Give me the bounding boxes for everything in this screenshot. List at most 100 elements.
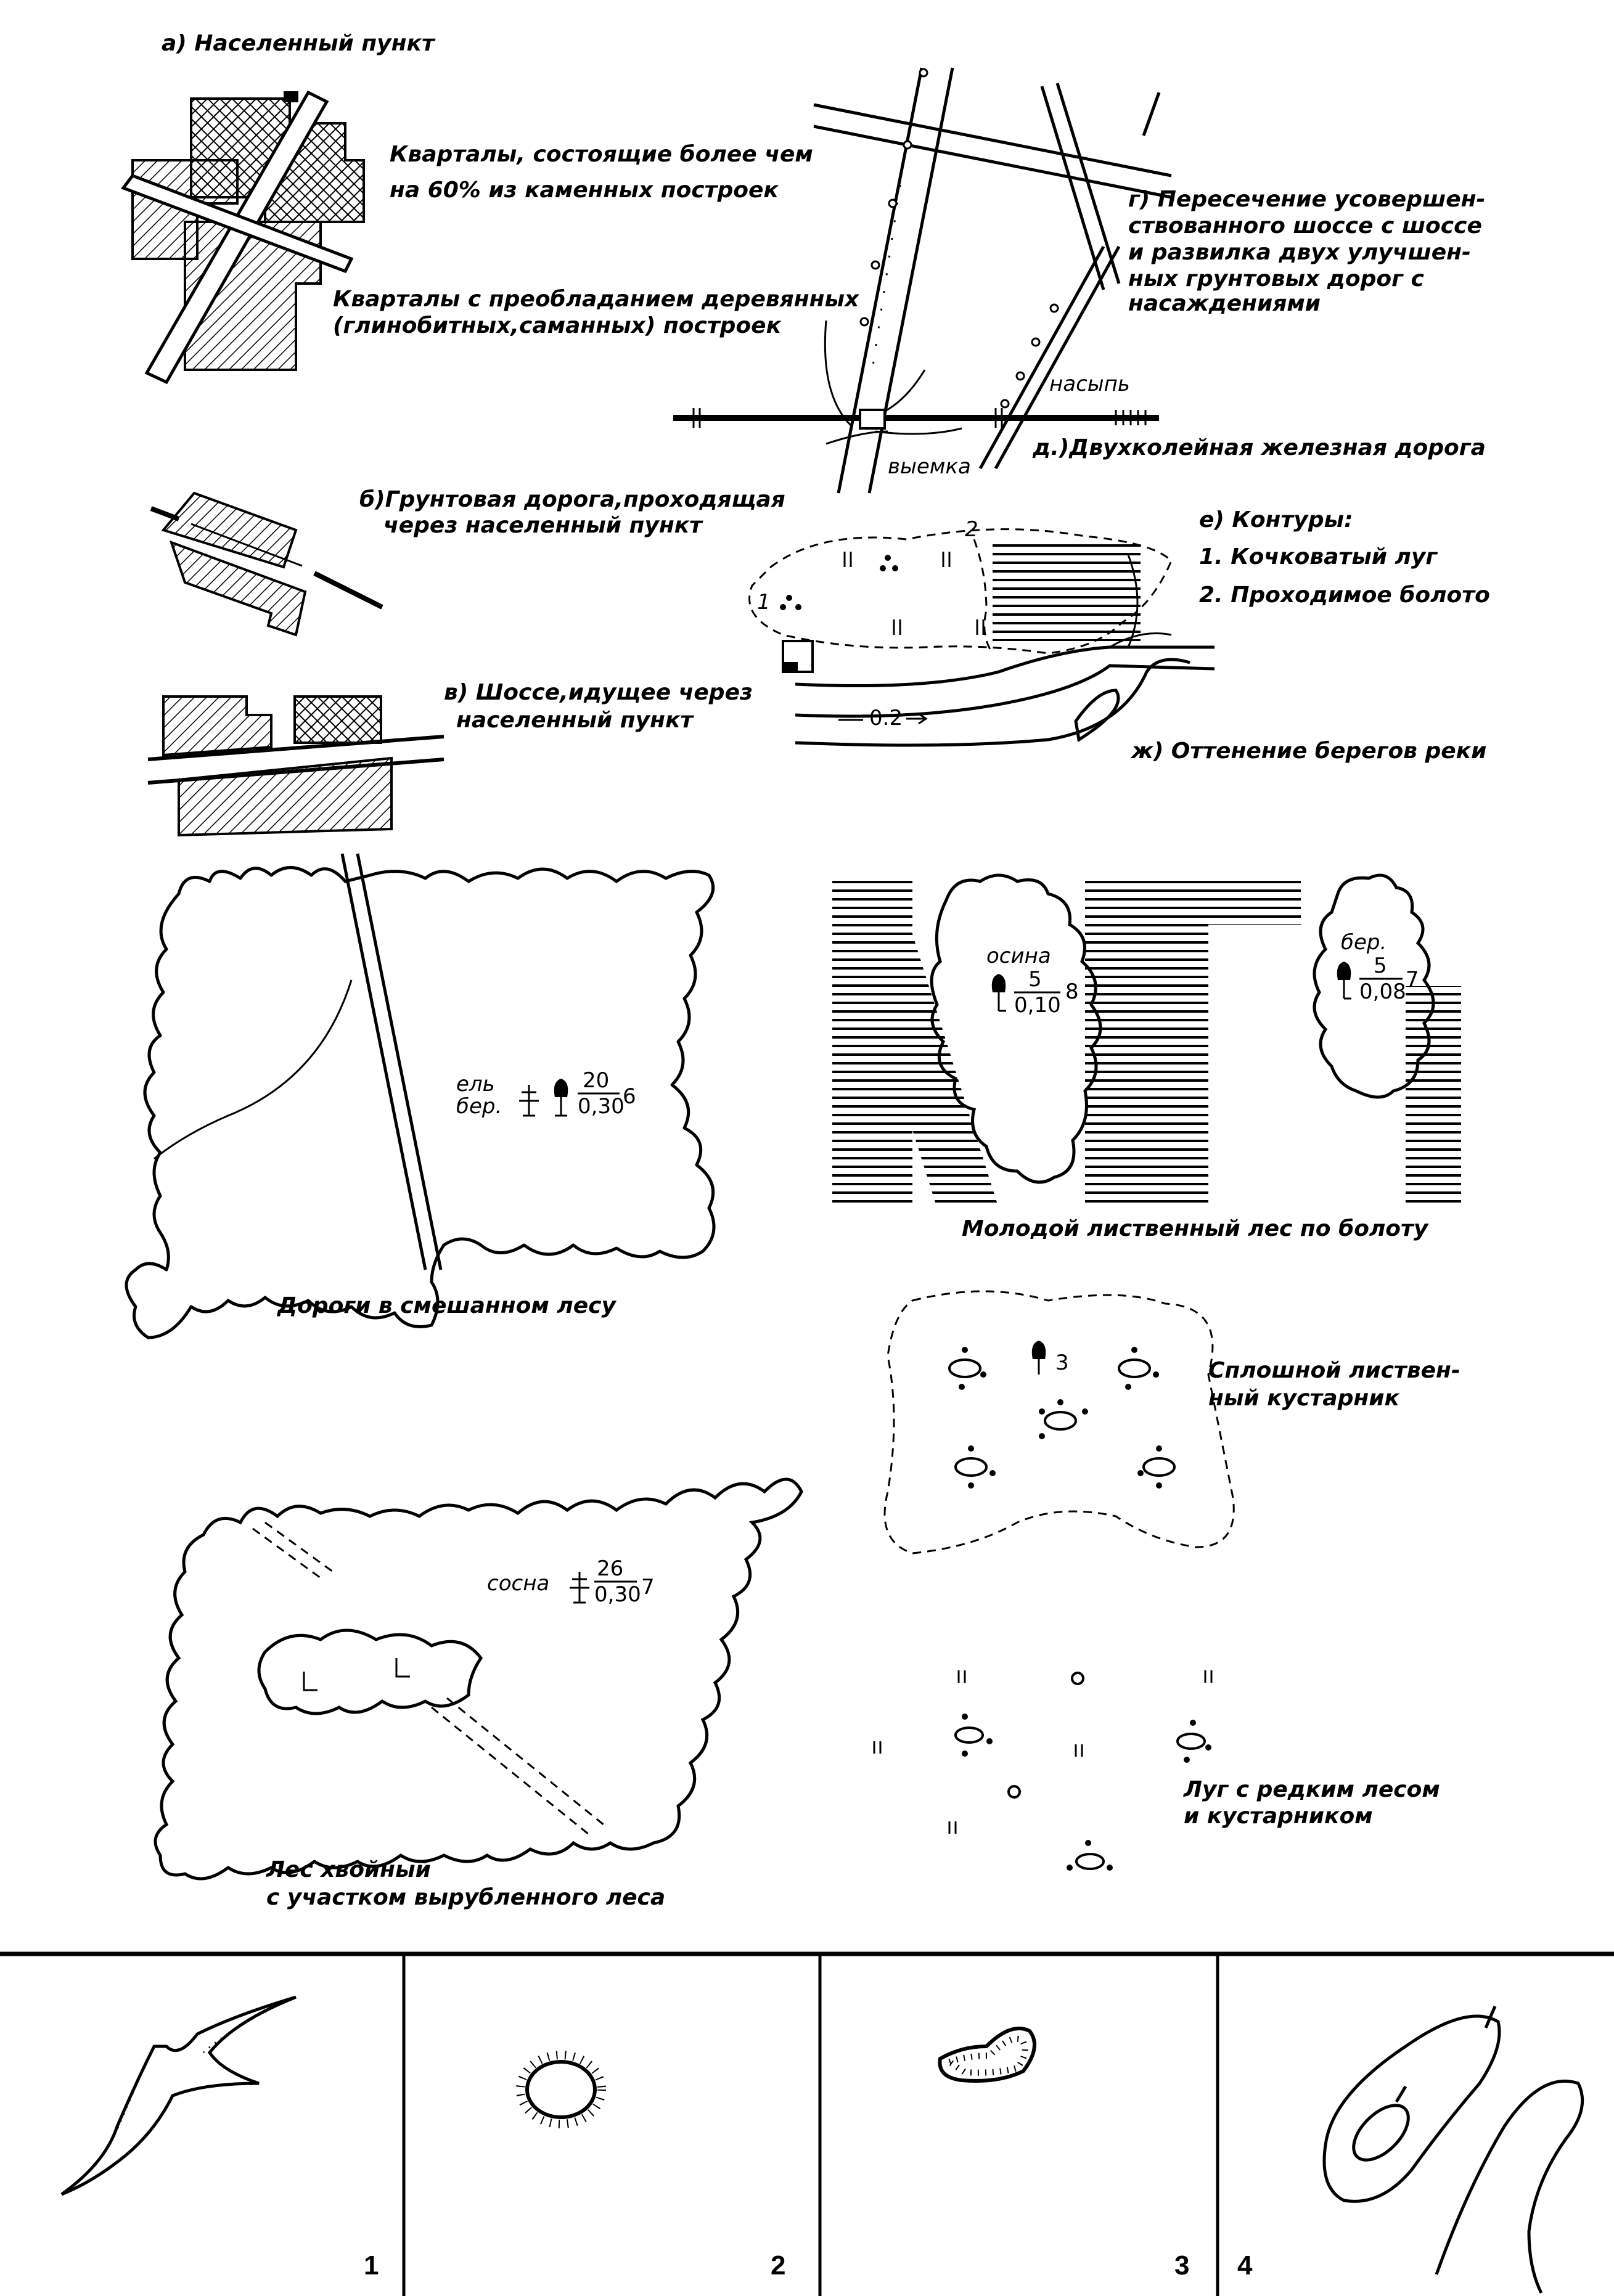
dirt-road-through xyxy=(150,506,180,521)
aspen-diameter: 0,10 xyxy=(1014,993,1061,1018)
railway-label: д.)Двухколейная железная дорога xyxy=(1032,435,1486,460)
settlement-crossroad xyxy=(120,173,354,274)
panel-3-number: 3 xyxy=(1174,2250,1189,2281)
shrub-outline xyxy=(883,1290,1235,1554)
shrub-symbols xyxy=(948,1358,1176,1477)
conifer-diagram: сосна 26 0,30 7 Лес хвойный с участком в… xyxy=(154,1477,803,1910)
settlement-title: а) Населенный пункт xyxy=(162,31,436,56)
conifer-forest-outline xyxy=(154,1477,803,1881)
tree-planting-marks xyxy=(859,68,1059,409)
dirt-road-a xyxy=(1040,86,1105,290)
highway-line xyxy=(813,103,1172,178)
cut-label: выемка xyxy=(888,454,971,479)
meadow-grass-marks xyxy=(873,1670,1213,1834)
panel-1-ravine: 1 xyxy=(60,1995,379,2281)
cut-line-b xyxy=(431,1706,592,1838)
birch-grove-outline xyxy=(1313,873,1435,1099)
birch-species: бер. xyxy=(1341,930,1387,955)
improved-highway xyxy=(837,67,924,494)
cut-edge xyxy=(824,320,852,427)
contours-title: е) Контуры: xyxy=(1199,507,1353,533)
pine-tree-icon xyxy=(570,1572,589,1604)
contours-item-2: 2. Проходимое болото xyxy=(1199,582,1490,608)
river-bank-upper xyxy=(795,645,1215,687)
crossing-label-5: насаждениями xyxy=(1128,291,1321,316)
crossing-label-3: и развилка двух улучшен- xyxy=(1128,240,1471,265)
mixed-height: 20 xyxy=(583,1068,609,1093)
aspen-density: 8 xyxy=(1065,979,1079,1004)
mixed-forest-caption: Дороги в смешанном лесу xyxy=(277,1293,617,1318)
clearcut-marks xyxy=(303,1658,410,1691)
highway-diagram: в) Шоссе,идущее через населенный пункт xyxy=(147,680,753,837)
meadow-label-2: и кустарником xyxy=(1184,1804,1373,1829)
shrub-tree-icon xyxy=(1031,1341,1046,1375)
wood-label-2: (глинобитных,саманных) построек xyxy=(333,313,782,338)
conifer-height: 26 xyxy=(597,1556,623,1581)
dirt-road-label-2: через населенный пункт xyxy=(383,513,703,538)
mixed-species-1: ель xyxy=(456,1072,495,1097)
panel-1-number: 1 xyxy=(364,2250,379,2281)
conifer-caption-1: Лес хвойный xyxy=(266,1857,431,1882)
contour-mark-1: 1 xyxy=(757,590,771,615)
shrub-diagram: 3 Сплошной листвен- ный кустарник xyxy=(883,1290,1460,1554)
mixed-diameter: 0,30 xyxy=(578,1094,625,1119)
meadow-label-1: Луг с редким лесом xyxy=(1183,1777,1440,1802)
contour-mark-2: 2 xyxy=(965,517,978,542)
aspen-height: 5 xyxy=(1028,967,1042,992)
crossing-diagram: насыпь выемка д.)Двухколейная железная д… xyxy=(673,67,1486,494)
shrub-count: 3 xyxy=(1055,1350,1069,1375)
deciduous-tree-icon xyxy=(554,1079,568,1117)
contours-diagram: 1 2 0.2 е) Контуры: 1. Кочковатый луг 2.… xyxy=(748,507,1490,764)
embankment-label: насыпь xyxy=(1049,372,1130,396)
crossing-label-4: ных грунтовых дорог с xyxy=(1128,266,1424,292)
shrub-label-2: ный кустарник xyxy=(1208,1386,1400,1411)
birch-diameter: 0,08 xyxy=(1359,979,1406,1004)
birch-tree-icon xyxy=(1337,962,1351,1000)
panel-3-mound: 3 xyxy=(938,2026,1189,2281)
swamp-forest-caption: Молодой лиственный лес по болоту xyxy=(962,1216,1429,1241)
aspen-tree-icon xyxy=(991,974,1006,1012)
crossing-label-1: г) Пересечение усовершен- xyxy=(1128,187,1485,212)
conifer-diameter: 0,30 xyxy=(594,1582,641,1607)
meadow-marks xyxy=(780,555,898,610)
mixed-forest-diagram: ель бер. 20 0,30 6 Дороги в смешанном ле… xyxy=(125,853,716,1339)
swamp-forest-diagram: осина 5 0,10 8 бер. 5 0,08 7 Молодой лис… xyxy=(832,873,1461,1241)
conifer-density: 7 xyxy=(641,1575,655,1599)
forest-road-b xyxy=(154,979,353,1160)
contour-outline xyxy=(748,528,1173,655)
conifer-caption-2: с участком вырубленного леса xyxy=(266,1885,665,1910)
highway-through xyxy=(147,735,444,761)
panel-4-contours: 4 xyxy=(1237,2006,1584,2294)
conifer-species: сосна xyxy=(487,1571,549,1596)
panel-4-number: 4 xyxy=(1237,2250,1253,2281)
forest-road-a xyxy=(340,853,427,1270)
dirt-road-label-1: б)Грунтовая дорога,проходящая xyxy=(359,487,785,512)
river-label: ж) Оттенение берегов реки xyxy=(1130,738,1486,764)
stone-label-1: Кварталы, состоящие более чем xyxy=(390,142,813,167)
bridge xyxy=(859,409,886,430)
river-bank-lower xyxy=(795,658,1190,747)
mixed-forest-outline xyxy=(125,866,716,1339)
highway-label-2: населенный пункт xyxy=(456,708,694,733)
river-island xyxy=(1074,688,1120,743)
shrub-label-1: Сплошной листвен- xyxy=(1208,1358,1460,1383)
mixed-density: 6 xyxy=(623,1084,636,1109)
aspen-species: осина xyxy=(986,944,1051,968)
settlement-road xyxy=(144,90,329,385)
panel-2-pit: 2 xyxy=(516,2051,785,2281)
conifer-tree-icon xyxy=(519,1085,539,1117)
dirt-road-diagram: б)Грунтовая дорога,проходящая через насе… xyxy=(150,487,785,637)
aspen-grove-outline xyxy=(930,873,1102,1184)
stone-label-2: на 60% из каменных построек xyxy=(390,178,779,203)
river-speed: 0.2 xyxy=(869,706,903,730)
panel-2-number: 2 xyxy=(771,2250,785,2281)
mixed-species-2: бер. xyxy=(456,1094,502,1119)
birch-height: 5 xyxy=(1374,954,1387,978)
wood-label-1: Кварталы с преобладанием деревянных xyxy=(333,287,860,312)
crossing-label-2: ствованного шоссе с шоссе xyxy=(1128,213,1482,239)
contours-item-1: 1. Кочковатый луг xyxy=(1199,544,1438,570)
building-mark xyxy=(284,91,298,102)
highway-label-1: в) Шоссе,идущее через xyxy=(444,680,753,705)
cut-line-a xyxy=(252,1527,321,1579)
